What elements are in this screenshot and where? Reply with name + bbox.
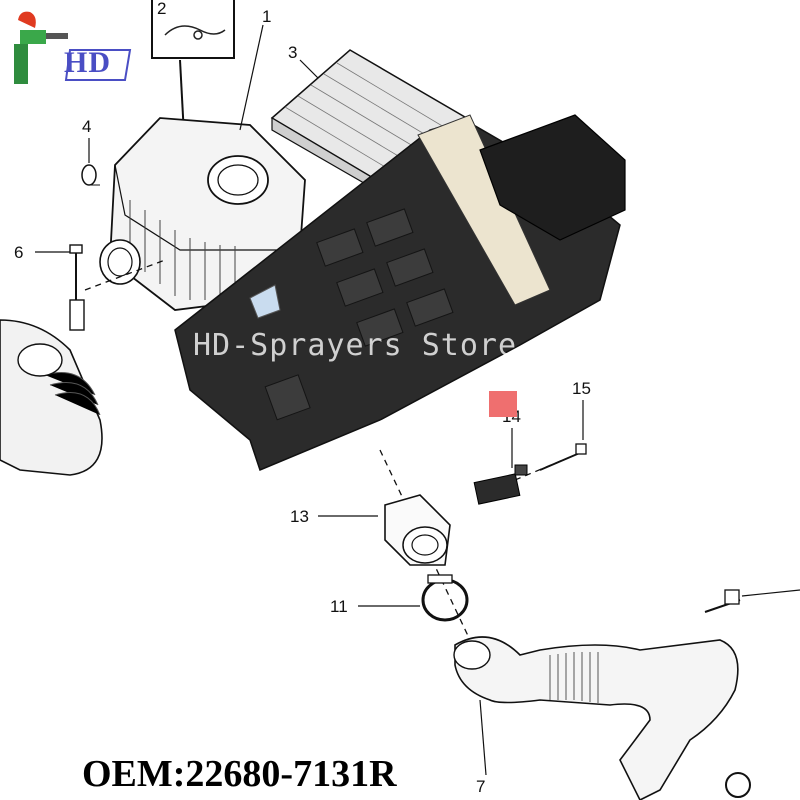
- callout-13: 13: [290, 507, 309, 526]
- intake-hose-left: [0, 319, 103, 476]
- inset-detail-box: [151, 0, 235, 142]
- brand-logo: HD: [8, 6, 138, 96]
- mass-air-flow-sensor: [174, 114, 626, 472]
- callout-15: 15: [572, 379, 591, 398]
- highlight-marker: [489, 391, 517, 417]
- callout-3: 3: [288, 43, 298, 62]
- screw-part-15: [539, 443, 587, 471]
- brand-logo-text: HD: [64, 46, 111, 79]
- callout-7: 7: [476, 777, 486, 796]
- maf-housing-part: [384, 494, 451, 566]
- washer-part: [81, 164, 100, 186]
- callout-11: 11: [330, 597, 348, 616]
- callout-leader-lines: [35, 24, 800, 776]
- oem-number-label: OEM:22680-7131R: [82, 753, 397, 795]
- store-watermark: HD-Sprayers Store: [193, 328, 518, 363]
- callout-6: 6: [14, 243, 24, 262]
- screw-part: [69, 244, 85, 331]
- brand-logo-graphic: [14, 11, 132, 84]
- sensor-insert-part: [473, 464, 528, 505]
- hose-clamp-part: [421, 574, 469, 622]
- assembly-axis-lines: [84, 259, 576, 641]
- intake-duct-part: [453, 589, 751, 800]
- callout-1: 1: [262, 7, 272, 26]
- callout-2: 2: [157, 0, 167, 18]
- callout-4: 4: [82, 117, 92, 136]
